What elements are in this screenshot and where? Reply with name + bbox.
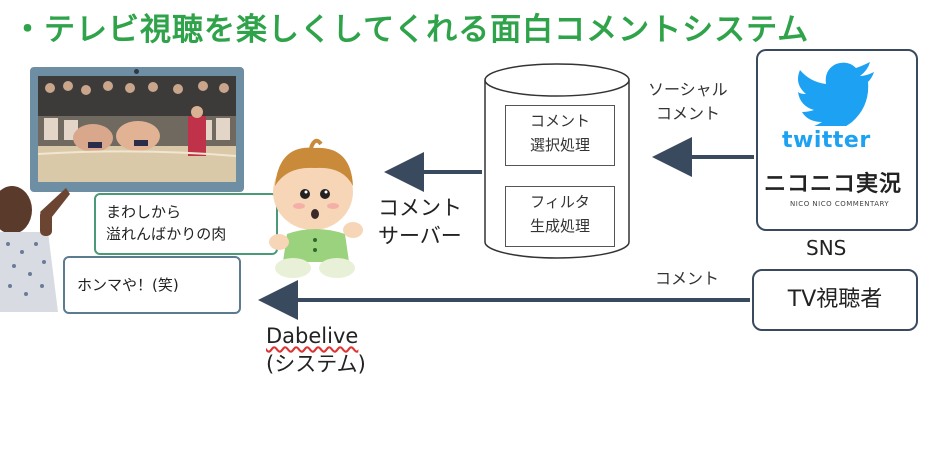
sns-label: SNS	[806, 236, 847, 260]
viewer-comment-line1: まわしから	[106, 203, 182, 221]
dabelive-name: Dabelive	[266, 324, 359, 348]
tv-viewer-box: TV視聴者	[752, 269, 918, 331]
tv-camera-icon	[134, 69, 139, 74]
niconico-logo-sub: NICO NICO COMMENTARY	[790, 200, 890, 208]
comment-selection-process-box: コメント 選択処理	[505, 105, 615, 166]
comment-selection-line2: 選択処理	[529, 136, 590, 154]
tv-viewer-label: TV視聴者	[787, 287, 883, 312]
person-comment-text: ホンマや！(笑)	[77, 276, 179, 294]
twitter-bird-icon	[798, 62, 874, 126]
comment-arrow-label: コメント	[655, 269, 720, 288]
twitter-logo-text: twitter	[782, 128, 871, 153]
viewer-comment-line2: 溢れんばかりの肉	[106, 225, 227, 243]
social-comment-line2: コメント	[656, 104, 721, 123]
comment-server-label: コメント サーバー	[378, 194, 462, 250]
slide-title: ・テレビ視聴を楽しくしてくれる面白コメントシステム	[12, 12, 810, 48]
viewer-comment-bubble: まわしから 溢れんばかりの肉	[94, 193, 278, 255]
comment-selection-line1: コメント	[529, 112, 590, 130]
tv-screen-sumo-image	[38, 76, 236, 182]
person-comment-bubble: ホンマや！(笑)	[63, 256, 241, 314]
filter-generation-line2: 生成処理	[529, 217, 590, 235]
filter-generation-process-box: フィルタ 生成処理	[505, 186, 615, 247]
comment-server-label-line2: サーバー	[378, 224, 462, 248]
viewer-person-illustration	[0, 186, 70, 312]
social-comment-line1: ソーシャル	[648, 80, 728, 99]
comment-server-label-line1: コメント	[378, 196, 462, 220]
dabelive-label: Dabelive (システム)	[266, 322, 366, 378]
social-comment-label: ソーシャル コメント	[648, 78, 728, 126]
dabelive-sub: (システム)	[266, 352, 366, 376]
filter-generation-line1: フィルタ	[530, 193, 590, 211]
dabelive-mascot-illustration	[269, 138, 363, 278]
niconico-logo-main: ニコニコ実況	[764, 172, 903, 197]
niconico-logo-text: ニコニコ実況	[764, 166, 902, 198]
